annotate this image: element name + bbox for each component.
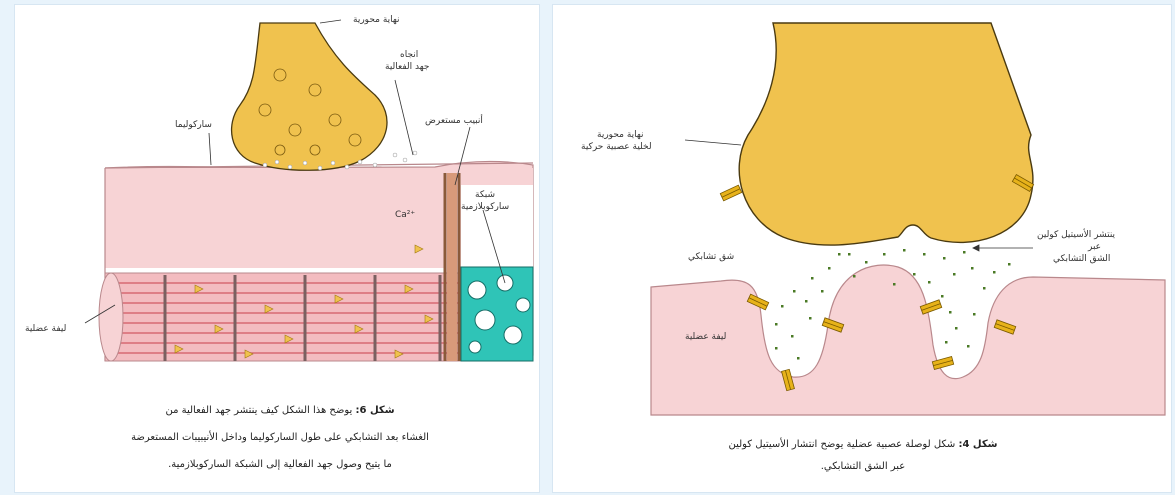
fig4-caption-line-2: عبر الشق التشابكي.: [593, 458, 1133, 476]
label-t-tubule: أنبيب مستعرض: [425, 114, 483, 126]
figure-6-panel: نهاية محورية انجاه جهد الفعالية ساركوليم…: [14, 4, 540, 493]
myofibril: [105, 273, 470, 361]
fiber-end-cap: [99, 273, 123, 361]
label-axon-terminal-2: لخلية عصبية حركية: [581, 142, 652, 152]
label-synaptic-cleft: شق تشابكي: [688, 252, 734, 262]
muscle-fiber-surface: [651, 265, 1165, 415]
fig4-caption-line-1: شكل 4: شكل لوصلة عصبية عضلية يوضح انتشار…: [593, 431, 1133, 458]
label-calcium: Ca²⁺: [395, 210, 415, 220]
label-direction: انجاه: [400, 50, 418, 60]
nerve-terminal: [232, 23, 387, 170]
figure-4-panel: نهاية محورية لخلية عصبية حركية ينتشر الأ…: [552, 4, 1172, 493]
label-muscle-fiber-fig4: ليفة عضلية: [685, 332, 726, 342]
label-sr-1: شبكة: [475, 190, 495, 200]
caption-line-3: ما يتيح وصول جهد الفعالية إلى الشبكة الس…: [35, 451, 525, 478]
label-sarcolemma: ساركوليما: [175, 120, 212, 130]
axon-terminal: [739, 23, 1033, 245]
caption-line-1: شكل 6: يوضح هذا الشكل كيف ينتشر جهد الفع…: [35, 397, 525, 424]
label-muscle-fiber: ليفة عضلية: [25, 324, 66, 334]
caption-line-2: الغشاء بعد التشابكي على طول الساركوليما …: [35, 424, 525, 451]
t-tubule-lumen: [447, 173, 457, 361]
caption-number: شكل 6:: [356, 405, 395, 416]
label-ach-3: الشق التشابكي: [1053, 254, 1110, 264]
figure-4-diagram: نهاية محورية لخلية عصبية حركية ينتشر الأ…: [553, 5, 1171, 492]
sr-region: [461, 185, 533, 273]
figure-4-caption: شكل 4: شكل لوصلة عصبية عضلية يوضح انتشار…: [593, 431, 1133, 476]
label-ach-2: عبر: [1087, 242, 1101, 252]
label-ach-1: ينتشر الأسيتيل كولين: [1037, 228, 1116, 240]
figure-6-caption: شكل 6: يوضح هذا الشكل كيف ينتشر جهد الفع…: [35, 397, 525, 478]
label-action-potential: جهد الفعالية: [385, 62, 429, 72]
caption-text-1: يوضح هذا الشكل كيف ينتشر جهد الفعالية من: [165, 405, 352, 416]
fig4-caption-number: شكل 4:: [958, 439, 997, 450]
label-sr-2: ساركوبلازمية: [461, 202, 509, 212]
fig4-caption-text-1: شكل لوصلة عصبية عضلية يوضح انتشار الأسيت…: [728, 439, 955, 450]
label-axon-terminal-1: نهاية محورية: [597, 130, 644, 140]
label-nerve-terminal: نهاية محورية: [353, 15, 400, 25]
